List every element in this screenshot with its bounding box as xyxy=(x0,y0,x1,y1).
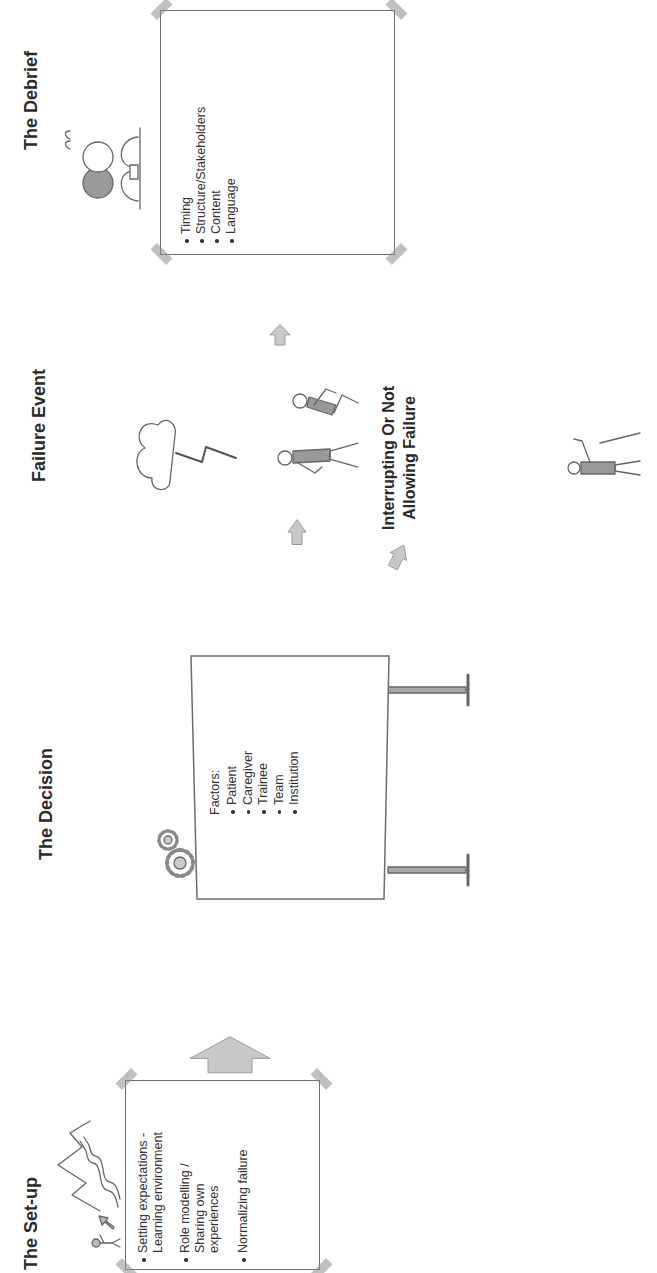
tape-corner xyxy=(310,1068,332,1090)
mountain-sketch xyxy=(58,1121,100,1211)
taped-note-box: Setting expectations - Learning environm… xyxy=(125,1080,320,1270)
block-arrow xyxy=(270,325,290,345)
stage-heading: Failure Event xyxy=(28,369,50,482)
person-head xyxy=(83,142,113,172)
whiteboard-outline xyxy=(191,656,389,899)
tape-corner xyxy=(385,243,407,265)
cloud-sketch xyxy=(137,420,176,489)
whiteboard-panel: Factors:PatientCaregiverTraineeTeamInsti… xyxy=(190,655,390,900)
bullet-dot xyxy=(215,240,219,244)
block-arrow xyxy=(288,520,306,545)
tape-corner xyxy=(115,1258,137,1273)
bullet-dot xyxy=(231,811,235,815)
bullet-text: Structure/Stakeholders xyxy=(194,34,209,234)
bullet-text: Patient xyxy=(225,675,240,805)
bullet-dot xyxy=(262,811,266,815)
figure-body xyxy=(581,462,615,474)
stage-heading: The Decision xyxy=(35,748,57,860)
bullet-dot xyxy=(142,1259,146,1263)
bullet-text: Language xyxy=(224,34,239,234)
board-leg xyxy=(388,867,466,873)
figure-arm xyxy=(100,1235,104,1243)
person-shoulders xyxy=(121,137,138,167)
road-sketch xyxy=(84,1137,120,1199)
stage-node: Interrupting Or Not Allowing Failure xyxy=(378,373,643,543)
road-sketch xyxy=(80,1141,118,1207)
board-foot xyxy=(467,855,470,885)
tape-corner xyxy=(310,1258,332,1273)
board-leg xyxy=(388,687,466,693)
figure-head xyxy=(278,451,292,465)
gear-symbol xyxy=(164,836,172,844)
bullet-text: Timing xyxy=(179,34,194,234)
figure-body xyxy=(100,1242,112,1243)
board-foot xyxy=(467,675,470,705)
stage-node: Factors:PatientCaregiverTraineeTeamInsti… xyxy=(35,650,475,900)
paper-sketch xyxy=(130,165,138,179)
gear-symbol xyxy=(159,831,177,849)
stage-heading: The Debrief xyxy=(20,51,42,150)
barrier-pole xyxy=(600,433,640,443)
figure-legs xyxy=(330,443,358,467)
block-arrow xyxy=(190,1037,270,1073)
bullet-text: Team xyxy=(272,675,287,805)
figure-arm xyxy=(298,463,322,473)
tape-corner xyxy=(150,243,172,265)
bullet-dot xyxy=(247,811,251,815)
bullet-text: Institution xyxy=(287,675,302,805)
table-line xyxy=(139,128,140,209)
figure-arm xyxy=(314,389,336,405)
bullet-text: Setting expectations - Learning environm… xyxy=(136,1103,165,1253)
figure-head xyxy=(568,462,580,474)
bullet-text: Role modelling / Sharing own experiences xyxy=(178,1153,222,1253)
tape-corner xyxy=(150,0,172,20)
figure-head xyxy=(92,1239,100,1247)
block-arrow xyxy=(388,545,406,570)
bullet-dot xyxy=(185,240,189,244)
tape-corner xyxy=(385,0,407,20)
bullet-dot xyxy=(242,1259,246,1263)
stage-node: Setting expectations - Learning environm… xyxy=(20,1075,320,1270)
tape-corner xyxy=(115,1068,137,1090)
bullet-text: Factors: xyxy=(208,675,223,815)
bullet-dot xyxy=(293,811,297,815)
bullet-dot xyxy=(230,240,234,244)
taped-note-box: TimingStructure/StakeholdersContentLangu… xyxy=(160,10,395,255)
bullet-dot xyxy=(184,1259,188,1263)
bullet-text: Trainee xyxy=(256,675,271,805)
figure-head xyxy=(293,394,307,408)
lightning-bolt xyxy=(176,447,236,462)
figure-arm xyxy=(574,439,590,462)
speech-squiggle xyxy=(66,131,71,149)
bullet-dot xyxy=(200,240,204,244)
figure-body xyxy=(307,397,336,415)
figure-legs xyxy=(334,395,358,413)
bullet-dot xyxy=(278,811,282,815)
gear-symbol xyxy=(167,850,193,876)
figure-body xyxy=(293,449,330,463)
gear-symbol xyxy=(174,857,186,869)
stage-node: TimingStructure/StakeholdersContentLangu… xyxy=(20,10,395,255)
bullet-text: Normalizing failure xyxy=(236,1093,251,1253)
stage-heading: The Set-up xyxy=(20,1177,42,1270)
bullet-text: Caregiver xyxy=(241,675,256,805)
figure-legs xyxy=(615,461,640,475)
branch-label: Interrupting Or Not Allowing Failure xyxy=(378,373,420,543)
figure-legs xyxy=(112,1239,120,1247)
stage-node: Failure Event xyxy=(28,375,363,490)
small-arrow-sketch xyxy=(99,1216,114,1229)
bullet-text: Content xyxy=(209,34,224,234)
